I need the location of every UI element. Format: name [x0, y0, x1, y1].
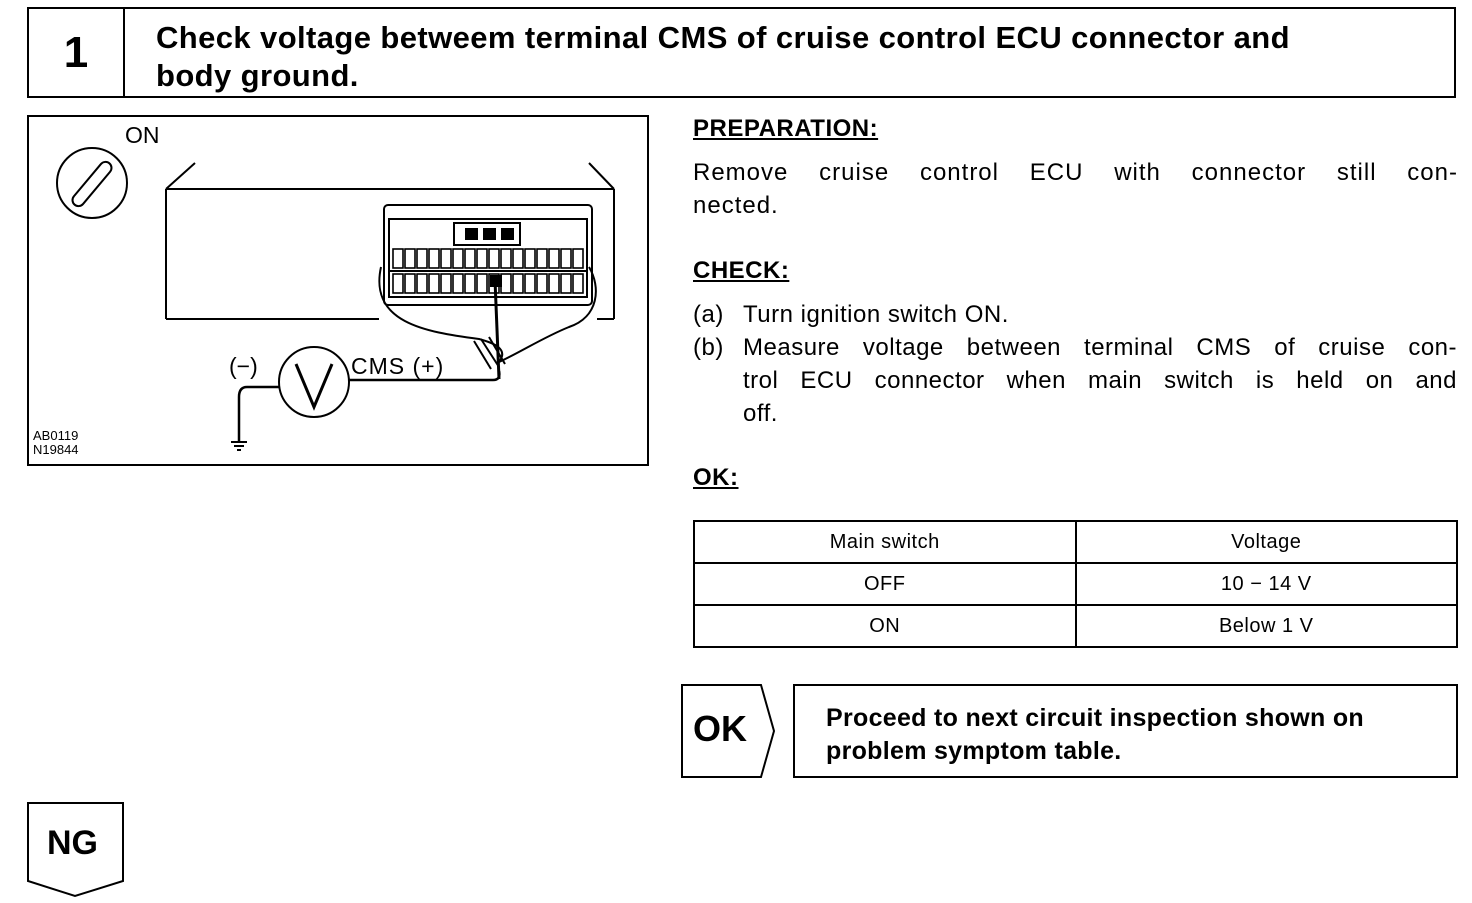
table-cell: Below 1 V: [1074, 604, 1458, 648]
table-header-cell: Voltage: [1074, 520, 1458, 564]
preparation-text: Remove cruise control ECU with connector…: [693, 156, 1458, 222]
table-row: OFF 10 − 14 V: [693, 562, 1458, 606]
table-cell: OFF: [693, 562, 1077, 606]
ng-label: NG: [47, 824, 98, 862]
check-step-b-text: Measure voltage between terminal CMS of …: [743, 331, 1457, 430]
table-cell: ON: [693, 604, 1077, 648]
table-cell: 10 − 14 V: [1074, 562, 1458, 606]
figure-code-2: N19844: [33, 442, 79, 457]
ok-heading: OK:: [693, 464, 739, 491]
step-title-line-2: body ground.: [156, 58, 359, 93]
switch-position-label: ON: [125, 122, 160, 148]
ignition-switch-icon: [56, 147, 128, 219]
ok-result-marker: OK: [681, 684, 777, 785]
check-heading: CHECK:: [693, 257, 790, 284]
wiring-illustration: ON (−) CMS (+) AB0119 N19844: [27, 115, 649, 466]
ecu-housing: [165, 162, 615, 320]
figure-code: AB0119 N19844: [33, 429, 79, 457]
check-step-b-marker: (b): [693, 334, 724, 361]
step-title: Check voltage betweem terminal CMS of cr…: [156, 19, 1441, 95]
cms-probe: [493, 279, 501, 380]
ecu-voltmeter-diagram: [56, 147, 615, 451]
ok-result-line-1: Proceed to next circuit inspection shown…: [826, 704, 1364, 732]
preparation-line-2: nected.: [693, 192, 779, 219]
step-number: 1: [29, 9, 125, 96]
check-step-b-line-2: trol ECU connector when main switch is h…: [743, 367, 1457, 394]
check-step-b-line-1: Measure voltage between terminal CMS of …: [743, 334, 1457, 361]
ok-result-text: Proceed to next circuit inspection shown…: [826, 702, 1364, 768]
check-step-a-marker: (a): [693, 301, 724, 328]
preparation-heading: PREPARATION:: [693, 115, 879, 142]
negative-lead: [237, 385, 279, 442]
cms-terminal-label: CMS (+): [351, 353, 445, 379]
negative-terminal-label: (−): [229, 353, 258, 379]
ok-spec-table: Main switch Voltage OFF 10 − 14 V ON Bel…: [693, 520, 1458, 648]
table-row: ON Below 1 V: [693, 604, 1458, 648]
ecu-connector: [383, 204, 593, 306]
ng-result-marker: NG: [27, 802, 125, 903]
voltmeter-icon: [278, 346, 350, 418]
preparation-line-1: Remove cruise control ECU with connector…: [693, 159, 1458, 186]
figure-code-1: AB0119: [33, 428, 79, 443]
table-header-row: Main switch Voltage: [693, 520, 1458, 564]
ok-arrow-icon: [681, 684, 776, 778]
ok-label: OK: [693, 708, 747, 749]
step-header: 1 Check voltage betweem terminal CMS of …: [27, 7, 1456, 98]
ok-result-box: Proceed to next circuit inspection shown…: [793, 684, 1458, 778]
ground-symbol-icon: [231, 441, 247, 451]
ok-result-line-2: problem symptom table.: [826, 737, 1122, 765]
positive-lead: [348, 370, 501, 382]
check-step-b-line-3: off.: [743, 400, 778, 427]
step-title-line-1: Check voltage betweem terminal CMS of cr…: [156, 20, 1290, 55]
ng-arrow-icon: [27, 802, 124, 898]
table-header-cell: Main switch: [693, 520, 1077, 564]
check-step-a-text: Turn ignition switch ON.: [743, 301, 1009, 328]
